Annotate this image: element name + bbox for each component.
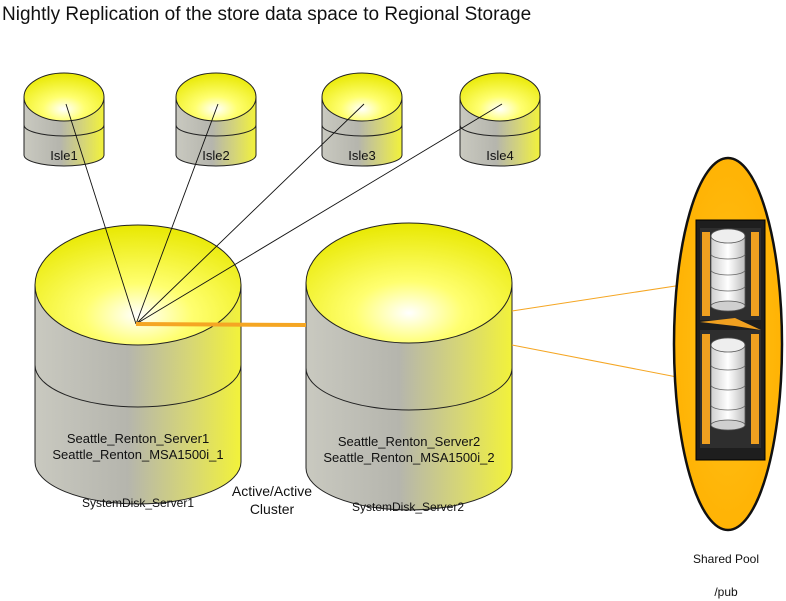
cluster-line1: Active/Active xyxy=(231,483,313,499)
cluster-link xyxy=(135,322,307,327)
replication-links xyxy=(65,103,503,325)
storage-rack-icon xyxy=(695,219,766,461)
server1-disk xyxy=(34,224,242,505)
link-isle4 xyxy=(135,103,503,325)
pool-links xyxy=(511,284,683,379)
link-isle1 xyxy=(65,103,137,325)
isle3-label: Isle3 xyxy=(348,148,376,163)
server2-label: Seattle_Renton_Server2 Seattle_Renton_MS… xyxy=(309,434,509,466)
cluster-label: Active/Active Cluster xyxy=(212,482,332,518)
server2-disk xyxy=(305,222,513,511)
server2-caption: SystemDisk_Server2 xyxy=(351,500,465,514)
server1-name: Seattle_Renton_Server1 xyxy=(66,431,210,446)
isle4-label: Isle4 xyxy=(486,148,514,163)
link-isle3 xyxy=(135,103,365,325)
server1-label: Seattle_Renton_Server1 Seattle_Renton_MS… xyxy=(38,431,238,463)
server1-storage: Seattle_Renton_MSA1500i_1 xyxy=(52,447,224,462)
isle2-label: Isle2 xyxy=(202,148,230,163)
disk-stack-upper-icon xyxy=(710,228,746,312)
cluster-line2: Cluster xyxy=(249,501,295,517)
disk-stack-lower-icon xyxy=(710,337,746,431)
isle1-label: Isle1 xyxy=(50,148,78,163)
server1-caption: SystemDisk_Server1 xyxy=(81,496,195,510)
isle1-disk xyxy=(23,72,105,167)
isle3-disk xyxy=(321,72,403,167)
isle4-disk xyxy=(459,72,541,167)
server2-name: Seattle_Renton_Server2 xyxy=(337,434,481,449)
link-isle2 xyxy=(135,103,219,325)
isle2-disk xyxy=(175,72,257,167)
shared-pool-path: /pub xyxy=(714,585,738,599)
diagram-title: Nightly Replication of the store data sp… xyxy=(2,4,532,25)
server2-storage: Seattle_Renton_MSA1500i_2 xyxy=(323,450,495,465)
shared-pool-label: Shared Pool xyxy=(692,552,760,566)
